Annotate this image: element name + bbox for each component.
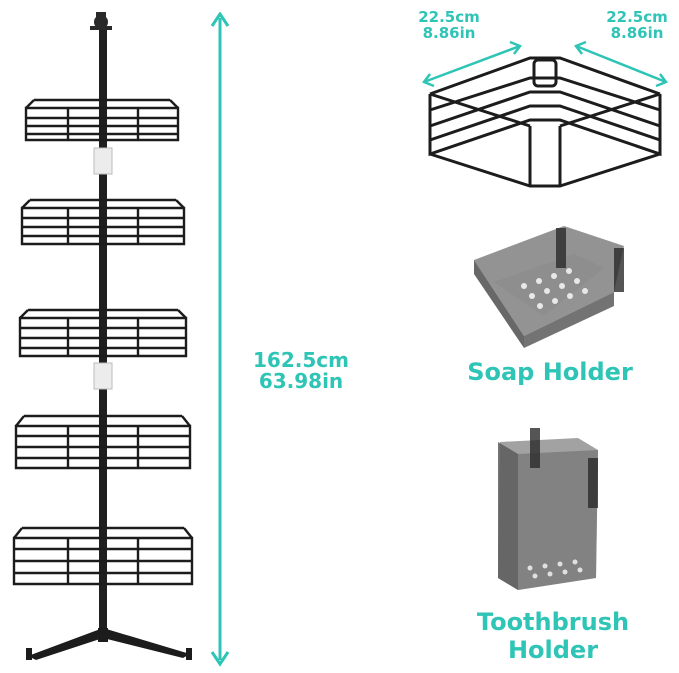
corner-basket-illustration [410, 30, 672, 190]
toothbrush-holder-image [490, 428, 612, 598]
shower-caddy-pole [8, 8, 198, 668]
basket-width-right-label: 22.5cm 8.86in [596, 8, 678, 42]
height-imperial: 63.98in [258, 369, 344, 393]
height-arrow [210, 12, 230, 667]
soap-holder-label: Soap Holder [467, 358, 633, 386]
basket-width-left-metric: 22.5cm [418, 8, 480, 26]
toothbrush-holder-label: Toothbrush Holder [476, 608, 630, 665]
basket-width-left-imperial: 8.86in [422, 23, 476, 42]
basket-width-right-imperial: 8.86in [610, 23, 664, 42]
soap-holder-image [464, 226, 636, 356]
height-dimension-label: 162.5cm 63.98in [236, 350, 366, 392]
basket-width-left-label: 22.5cm 8.86in [408, 8, 490, 42]
basket-width-right-metric: 22.5cm [606, 8, 668, 26]
height-metric: 162.5cm [253, 348, 349, 372]
